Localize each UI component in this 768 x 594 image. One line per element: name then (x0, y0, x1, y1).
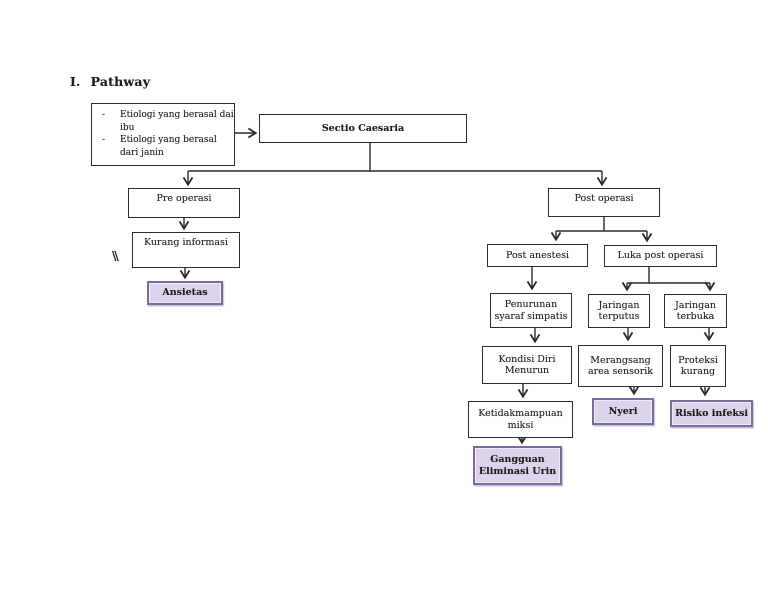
node-label-line: Penurunan (504, 299, 558, 310)
stray-scan-mark: \\ (112, 249, 119, 263)
node-label-line: Jaringan (674, 299, 717, 311)
node-label: Pre operasi (156, 193, 212, 204)
node-gangguan-eliminasi-urin: Gangguan Eliminasi Urin (473, 446, 562, 485)
node-label: Nyeri (608, 405, 638, 417)
node-label: Post anestesi (505, 249, 570, 261)
node-jaringan-terputus: Jaringan terputus (588, 294, 650, 328)
node-ansietas: Ansietas (147, 281, 223, 305)
node-label-line: Gangguan (490, 454, 545, 465)
node-luka-post-operasi: Luka post operasi (604, 245, 717, 267)
node-label-line: miksi (507, 419, 534, 431)
node-label-line: Kondisi Diri (498, 353, 556, 365)
node-label-line: kurang (680, 366, 716, 377)
node-label: Risiko infeksi (675, 407, 748, 419)
node-label-line: Proteksi (678, 354, 718, 366)
node-pre-operasi: Pre operasi (128, 188, 240, 218)
heading-text: Pathway (90, 74, 151, 89)
node-label-line: Eliminasi Urin (478, 465, 557, 477)
node-jaringan-terbuka: Jaringan terbuka (664, 294, 727, 328)
node-penurunan-syaraf-simpatis: Penurunan syaraf simpatis (490, 293, 572, 328)
node-label-line: Merangsang (590, 354, 651, 366)
node-label: Ansietas (162, 287, 208, 299)
etiology-item-text: Etiologi yang berasal dai ibu (120, 109, 234, 134)
etiology-item: - Etiologi yang berasal dai ibu (102, 109, 234, 134)
node-post-anestesi: Post anestesi (487, 244, 588, 267)
etiology-line: ibu (120, 122, 135, 133)
node-label-line: terputus (598, 311, 640, 322)
list-dash: - (102, 135, 106, 145)
node-label-line: Ketidakmampuan (478, 408, 563, 419)
page-title: I. Pathway (70, 74, 150, 89)
connector-stems (188, 143, 710, 284)
node-label-line: Menurun (504, 365, 550, 376)
etiology-item-text: Etiologi yang berasal dari janin (120, 134, 217, 159)
heading-numeral: I. (70, 74, 81, 89)
node-kurang-informasi: Kurang informasi (132, 232, 240, 268)
node-label-line: Jaringan (598, 299, 640, 311)
node-sectio-caesaria: Sectio Caesaria (259, 114, 467, 143)
node-label: Luka post operasi (617, 250, 704, 262)
etiology-line: Etiologi yang berasal dai (120, 110, 234, 120)
etiology-item: - Etiologi yang berasal dari janin (102, 134, 232, 159)
node-post-operasi: Post operasi (548, 188, 660, 217)
node-label: Sectio Caesaria (321, 122, 405, 134)
etiology-line: Etiologi yang berasal (120, 135, 217, 145)
node-label-line: syaraf simpatis (494, 310, 568, 322)
node-proteksi-kurang: Proteksi kurang (670, 345, 726, 387)
node-label: Kurang informasi (144, 237, 228, 248)
node-label-line: terbuka (676, 311, 715, 322)
node-label-line: area sensorik (587, 366, 654, 377)
node-merangsang-area-sensorik: Merangsang area sensorik (578, 345, 663, 387)
node-ketidakmampuan-miksi: Ketidakmampuan miksi (468, 401, 573, 438)
list-dash: - (102, 110, 106, 120)
node-nyeri: Nyeri (592, 398, 654, 425)
node-etiology-list: - Etiologi yang berasal dai ibu - Etiolo… (91, 103, 235, 166)
node-kondisi-diri-menurun: Kondisi Diri Menurun (482, 346, 572, 384)
etiology-line: dari janin (120, 147, 164, 158)
node-risiko-infeksi: Risiko infeksi (670, 400, 753, 427)
node-label: Post operasi (574, 193, 634, 204)
